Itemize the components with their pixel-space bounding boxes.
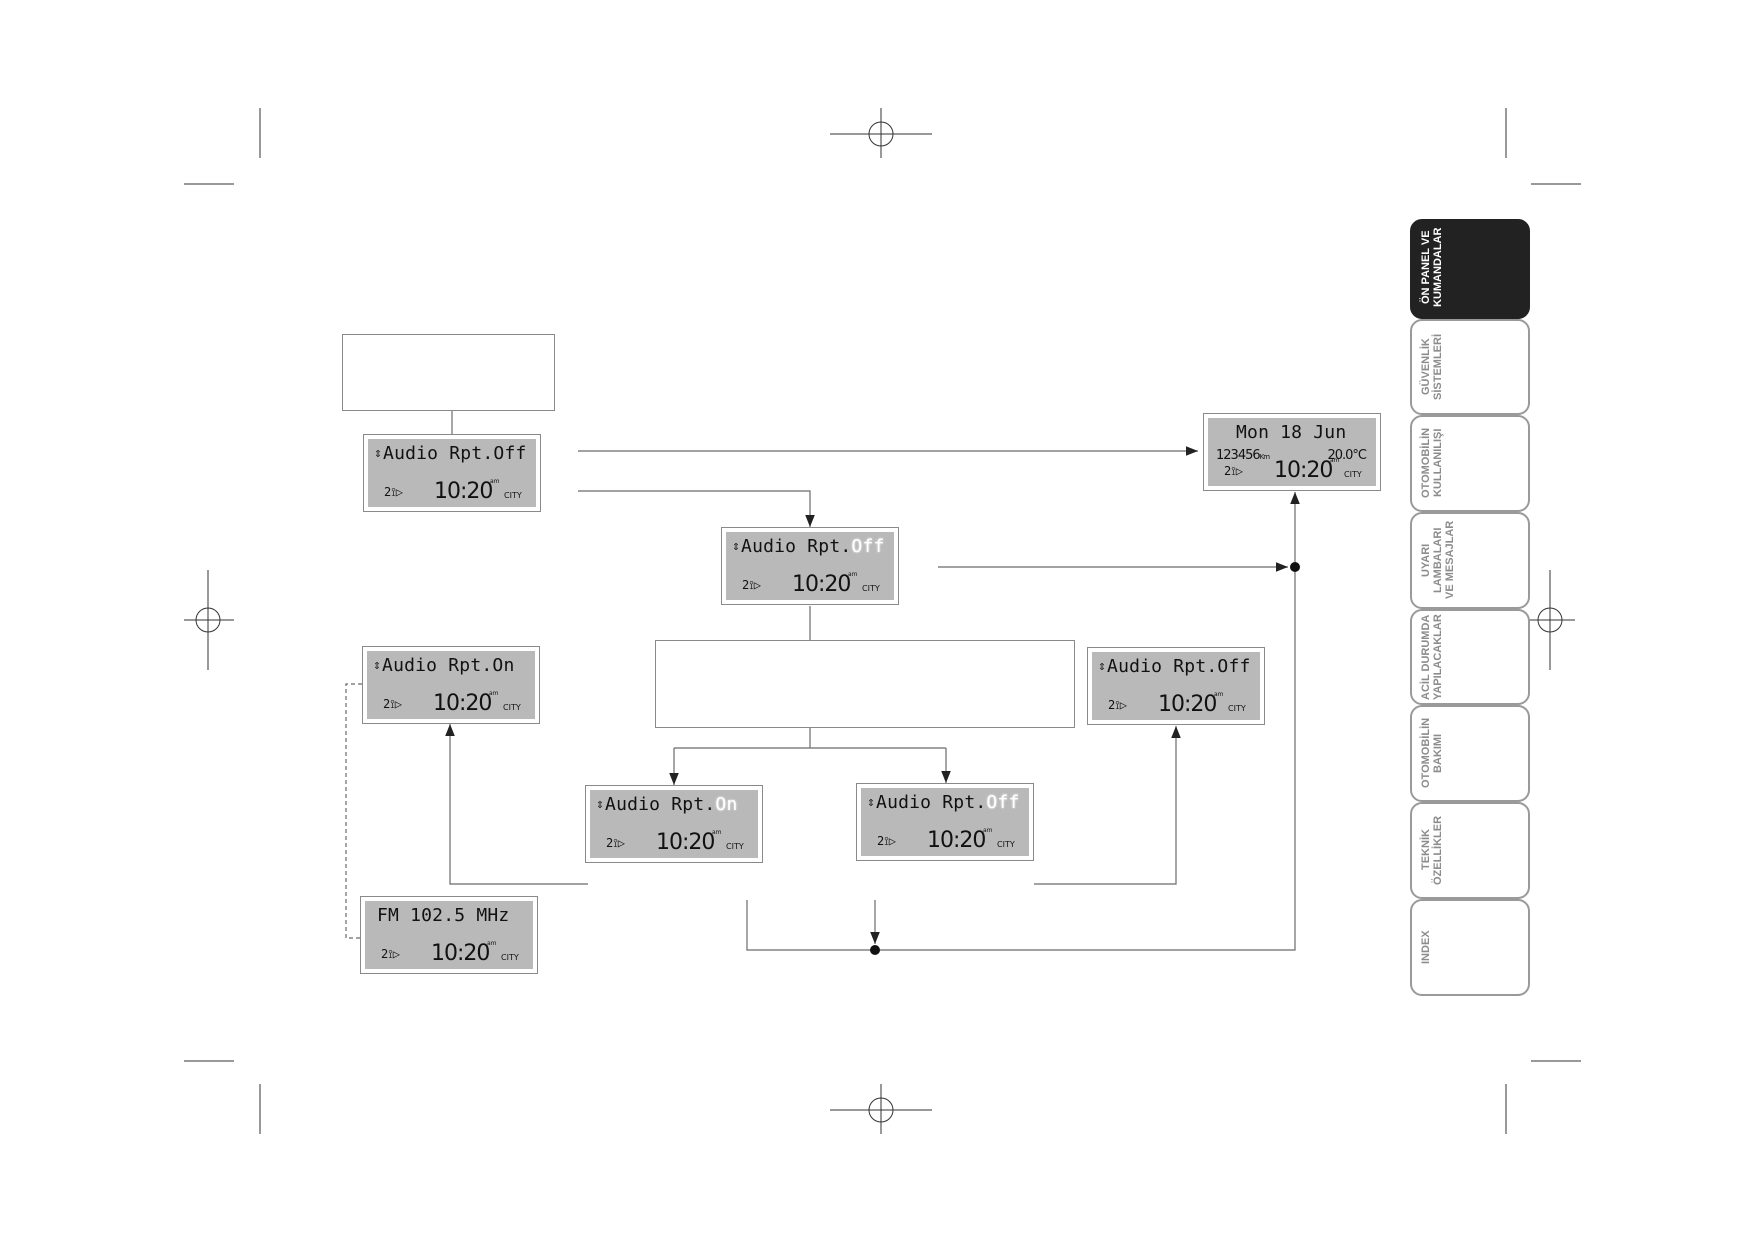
lcd-radio-fm: FM 102.5 MHz 2⟟▷ 10:20 am CITY [360,896,538,974]
city-mode: CITY [1344,470,1362,479]
updown-arrows-icon: ⇕ [373,658,382,673]
tab-label: OTOMOBİLİN KULLANILIŞI [1420,427,1445,499]
clock-time: 10:20 [792,572,851,597]
clock-time: 10:20 [431,941,490,966]
tab-label: ÖN PANEL VE KUMANDALAR [1420,227,1445,307]
lcd-home-screen: Mon 18 Jun 123456Km 20.0°C 2⟟▷ 10:20 am … [1203,413,1381,491]
city-mode: CITY [997,840,1015,849]
menu-value: On [492,655,515,676]
fan-icon: 2⟟▷ [877,834,896,848]
tab-label: ACİL DURUMDA YAPILACAKLAR [1420,614,1445,700]
menu-value: Off [1217,656,1251,677]
lcd-audio-rpt-off-blinking-2: ⇕Audio Rpt.Off 2⟟▷ 10:20 am CITY [856,783,1034,861]
clock-time: 10:20 [433,691,492,716]
tab-otomobilin-kullanilisi[interactable]: OTOMOBİLİN KULLANILIŞI [1410,415,1530,512]
ampm-label: am [487,940,497,947]
clock-time: 10:20 [656,830,715,855]
odometer: 123456Km [1216,448,1270,463]
city-mode: CITY [504,491,522,500]
tab-label: INDEX [1420,930,1432,964]
tab-acil-durumda-yapilacaklar[interactable]: ACİL DURUMDA YAPILACAKLAR [1410,609,1530,705]
tab-label: GÜVENLİK SİSTEMLERİ [1420,334,1445,401]
print-marks [184,108,1581,1134]
updown-arrows-icon: ⇕ [867,795,876,810]
ampm-label: am [983,827,993,834]
city-mode: CITY [726,842,744,851]
clock-time: 10:20 [927,828,986,853]
fan-icon: 2⟟▷ [381,947,400,961]
lcd-audio-rpt-off: ⇕Audio Rpt.Off 2⟟▷ 10:20 am CITY [363,434,541,512]
ampm-label: am [1330,457,1340,464]
ampm-label: am [490,478,500,485]
tab-guvenlik-sistemleri[interactable]: GÜVENLİK SİSTEMLERİ [1410,319,1530,415]
clock-time: 10:20 [434,479,493,504]
fan-icon: 2⟟▷ [606,836,625,850]
updown-arrows-icon: ⇕ [596,797,605,812]
tab-label: TEKNİK ÖZELLİKLER [1420,815,1445,885]
fan-icon: 2⟟▷ [383,697,402,711]
odometer-unit: Km [1259,453,1270,461]
outside-temperature: 20.0°C [1327,448,1367,463]
menu-item-label: Audio Rpt. [605,794,716,815]
lcd-audio-rpt-on: ⇕Audio Rpt.On 2⟟▷ 10:20 am CITY [362,646,540,724]
city-mode: CITY [862,584,880,593]
ampm-label: am [489,690,499,697]
ampm-label: am [712,829,722,836]
city-mode: CITY [1228,704,1246,713]
menu-value-blinking: Off [986,792,1020,813]
fan-icon: 2⟟▷ [1224,464,1243,478]
menu-value-blinking: On [715,794,738,815]
ampm-label: am [1214,691,1224,698]
middle-description-box [655,640,1075,728]
tab-uyari-lambalari-ve-mesajlar[interactable]: UYARI LAMBALARI VE MESAJLAR [1410,512,1530,609]
menu-item-label: Audio Rpt. [1107,656,1218,677]
tab-label: UYARI LAMBALARI VE MESAJLAR [1420,520,1457,600]
menu-item-label: Audio Rpt. [741,536,852,557]
city-mode: CITY [501,953,519,962]
menu-value-blinking: Off [851,536,885,557]
ampm-label: am [848,571,858,578]
fan-icon: 2⟟▷ [1108,698,1127,712]
updown-arrows-icon: ⇕ [732,539,741,554]
date-display: Mon 18 Jun [1236,422,1347,443]
fan-icon: 2⟟▷ [742,578,761,592]
odometer-value: 123456 [1216,448,1261,463]
lcd-audio-rpt-on-blinking: ⇕Audio Rpt.On 2⟟▷ 10:20 am CITY [585,785,763,863]
radio-station: FM 102.5 MHz [377,905,510,926]
tab-label: OTOMOBİLİN BAKIMI [1420,717,1445,789]
lcd-audio-rpt-off-confirmed: ⇕Audio Rpt.Off 2⟟▷ 10:20 am CITY [1087,647,1265,725]
tab-on-panel-ve-kumandalar[interactable]: ÖN PANEL VE KUMANDALAR [1410,219,1530,319]
updown-arrows-icon: ⇕ [374,446,383,461]
fan-icon: 2⟟▷ [384,485,403,499]
menu-item-label: Audio Rpt. [383,443,494,464]
tab-otomobilin-bakimi[interactable]: OTOMOBİLİN BAKIMI [1410,705,1530,802]
menu-item-label: Audio Rpt. [876,792,987,813]
top-description-box [342,334,555,411]
updown-arrows-icon: ⇕ [1098,659,1107,674]
clock-time: 10:20 [1274,458,1333,483]
lcd-audio-rpt-off-blinking: ⇕Audio Rpt.Off 2⟟▷ 10:20 am CITY [721,527,899,605]
tab-teknik-ozellikler[interactable]: TEKNİK ÖZELLİKLER [1410,802,1530,899]
menu-item-label: Audio Rpt. [382,655,493,676]
tab-index[interactable]: INDEX [1410,899,1530,996]
menu-value: Off [493,443,527,464]
clock-time: 10:20 [1158,692,1217,717]
city-mode: CITY [503,703,521,712]
